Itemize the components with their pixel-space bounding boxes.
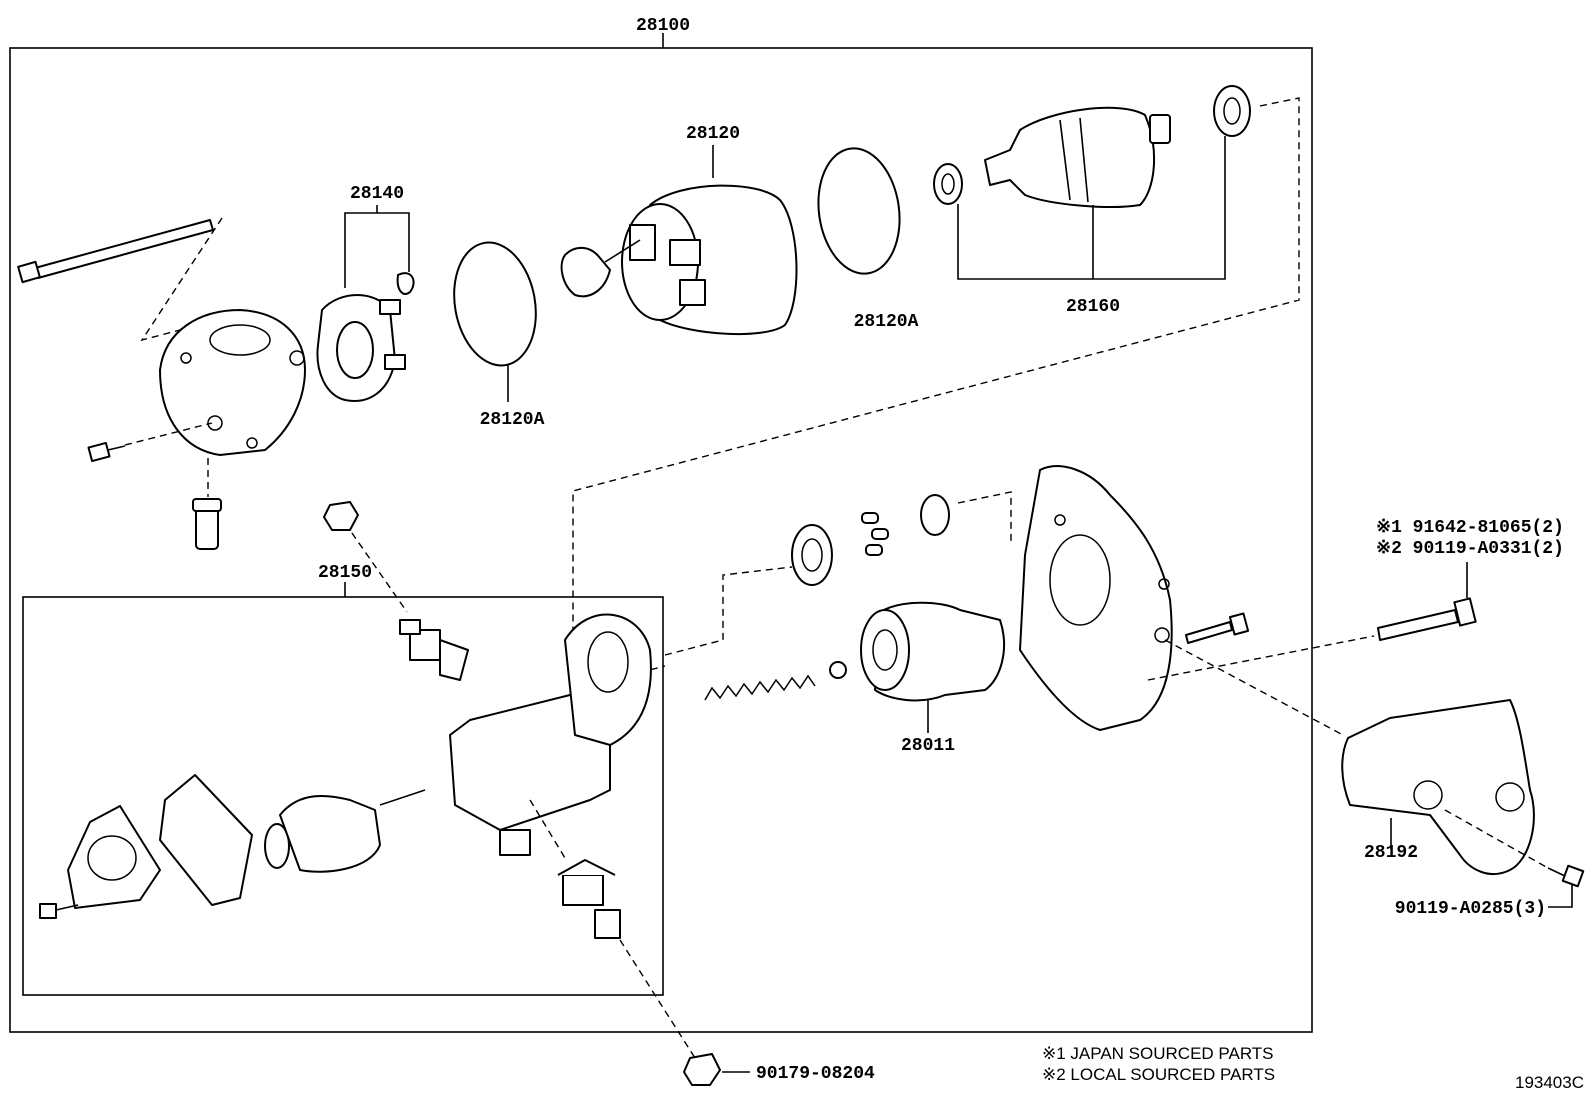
end-frame-stud <box>192 498 222 550</box>
plunger <box>264 789 426 873</box>
assembly-frame <box>9 47 1313 1033</box>
label-screw: 90119-A0285(3) <box>1395 899 1546 919</box>
retainer <box>920 494 950 536</box>
ball <box>829 661 847 679</box>
label-28011: 28011 <box>901 736 955 756</box>
spring <box>704 674 816 701</box>
label-28150: 28150 <box>318 563 372 583</box>
terminal-nut-top <box>323 501 359 531</box>
label-nut: 90179-08204 <box>756 1064 875 1084</box>
commutator-end-frame <box>159 309 306 456</box>
label-bolt-local: ※2 90119-A0331(2) <box>1376 539 1564 559</box>
figure-id: 193403C <box>1515 1073 1584 1092</box>
terminal-top <box>399 619 469 681</box>
terminal-nut-bottom <box>683 1053 721 1086</box>
switch-subassembly-frame <box>22 596 664 996</box>
magnetic-switch-housing <box>449 613 652 856</box>
armature <box>933 85 1251 208</box>
note-japan-sourced: ※1 JAPAN SOURCED PARTS <box>1042 1044 1274 1063</box>
o-ring-right <box>817 147 901 275</box>
label-28160: 28160 <box>1066 297 1120 317</box>
switch-gasket <box>159 774 253 906</box>
starter-clutch <box>860 601 1006 702</box>
terminal-bottom <box>557 859 621 939</box>
brush-holder <box>316 272 415 402</box>
label-28140: 28140 <box>350 184 404 204</box>
rollers <box>861 512 889 556</box>
o-ring-left <box>453 241 537 367</box>
cover <box>1341 699 1535 875</box>
cover-screw <box>1547 864 1585 888</box>
note-local-sourced: ※2 LOCAL SOURCED PARTS <box>1042 1065 1275 1084</box>
label-bolt-japan: ※1 91642-81065(2) <box>1376 518 1564 538</box>
through-bolt <box>17 219 214 284</box>
label-28120a-right: 28120A <box>854 312 919 332</box>
label-28192: 28192 <box>1364 843 1418 863</box>
label-28100: 28100 <box>636 16 690 36</box>
idler-gear <box>791 524 833 586</box>
housing-bolt <box>1185 612 1250 644</box>
label-28120: 28120 <box>686 124 740 144</box>
switch-cover-screw <box>39 903 79 919</box>
drive-housing <box>1019 465 1173 731</box>
yoke <box>560 184 798 336</box>
mounting-bolt <box>1377 597 1477 641</box>
switch-cover <box>67 805 161 909</box>
end-frame-screw <box>87 441 126 463</box>
label-28120a-left: 28120A <box>480 410 545 430</box>
